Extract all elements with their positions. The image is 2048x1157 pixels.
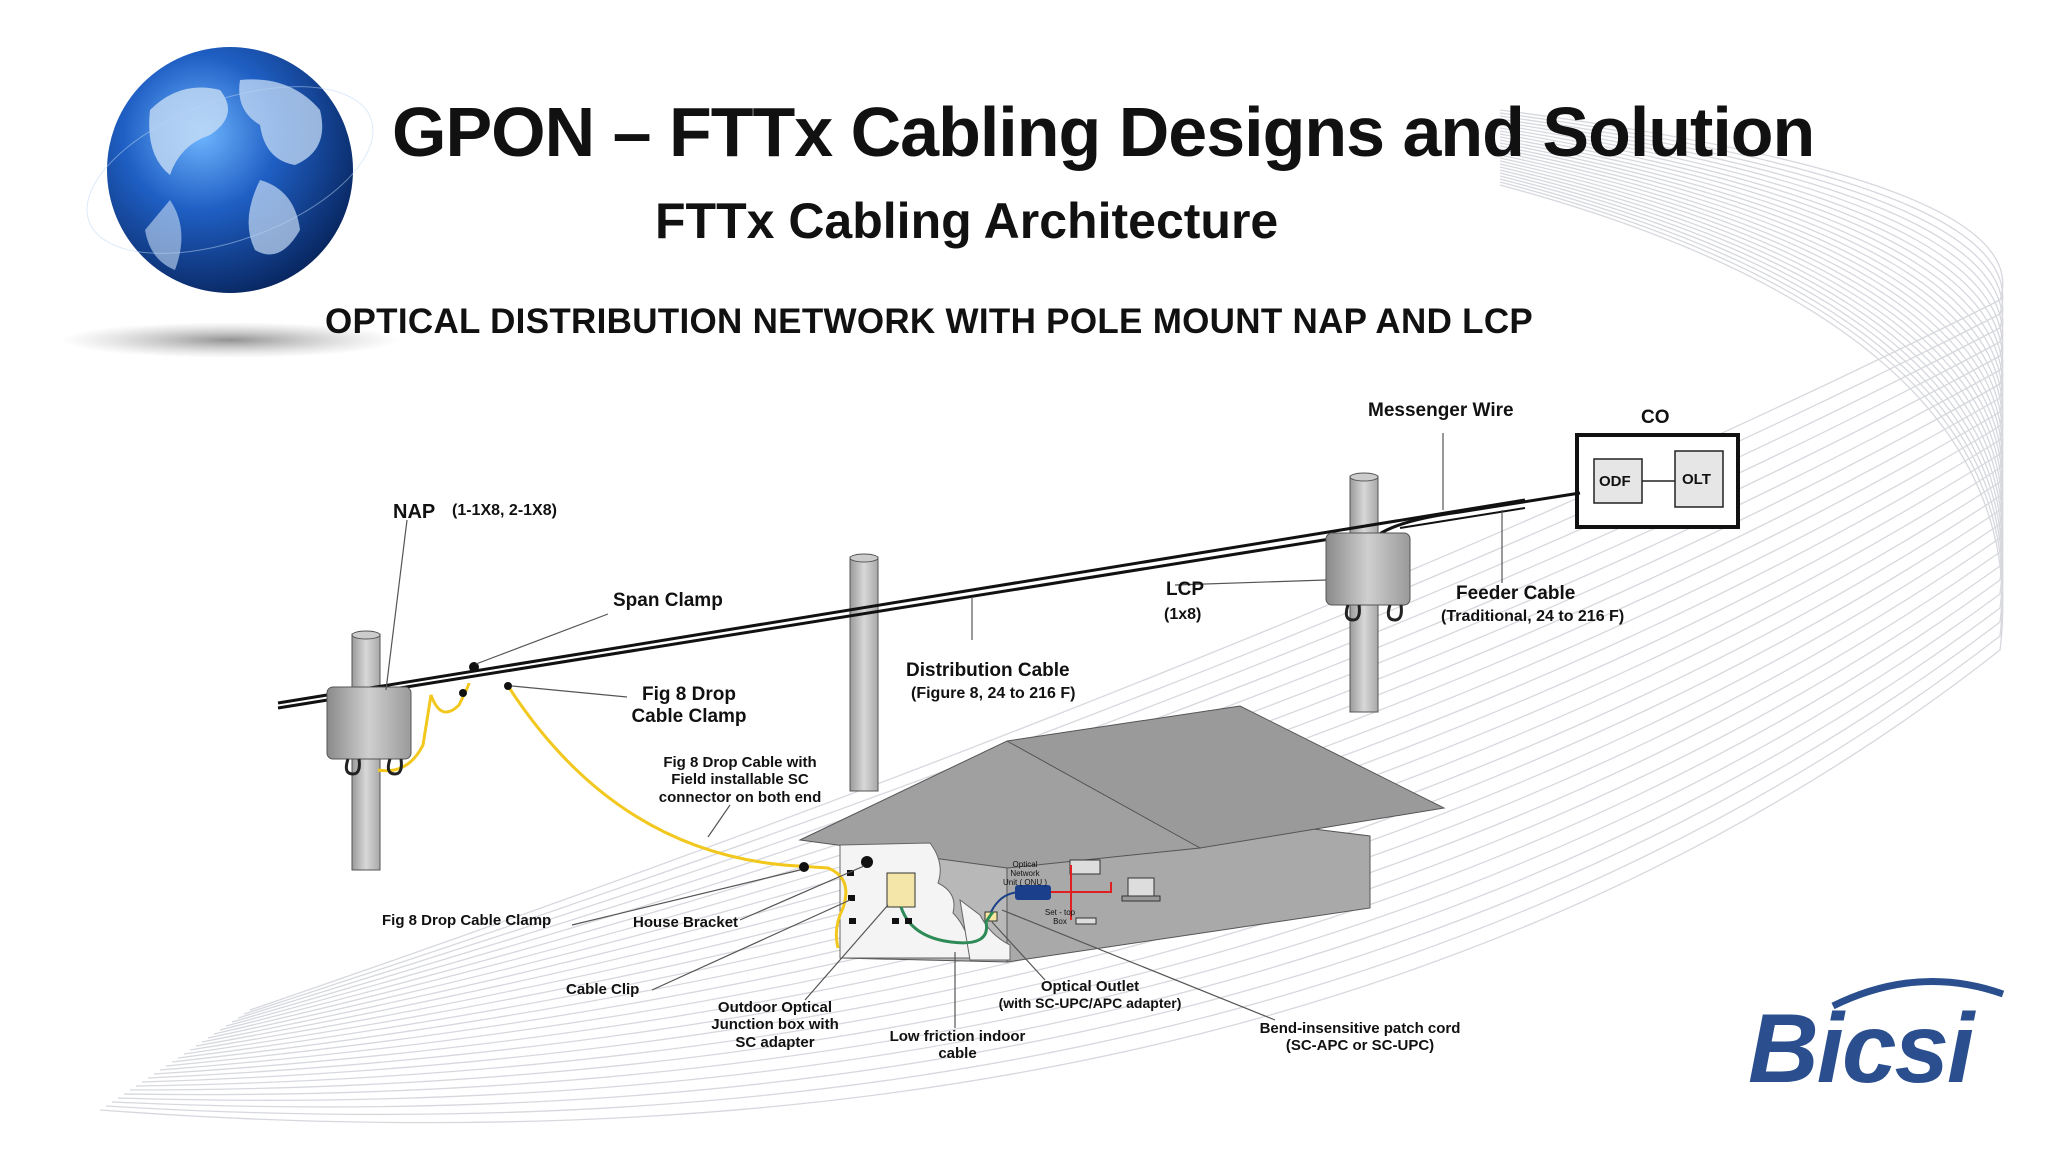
label-olt: OLT bbox=[1682, 471, 1711, 488]
logo-arc bbox=[1831, 978, 2005, 1010]
label-fig8-clamp-line1: Fig 8 Drop bbox=[642, 684, 736, 705]
label-onu-line3: Unit ( ONU ) bbox=[1003, 878, 1047, 888]
label-set-top-box: Set - top Box bbox=[1035, 908, 1085, 926]
central-office-box bbox=[1575, 433, 1740, 529]
label-onu-line2: Network bbox=[1010, 869, 1040, 879]
label-bend-insensitive-patch-cord: Bend-insensitive patch cord (SC-APC or S… bbox=[1235, 1020, 1485, 1055]
nap-enclosure bbox=[326, 686, 412, 776]
label-distribution-cable: Distribution Cable bbox=[906, 660, 1070, 681]
label-stb-line1: Set - top bbox=[1044, 908, 1076, 917]
label-house-bracket: House Bracket bbox=[633, 914, 739, 931]
label-outlet-line1: Optical Outlet bbox=[1040, 978, 1140, 995]
label-onu: Optical Network Unit ( ONU ) bbox=[990, 860, 1060, 888]
label-junction-line3: SC adapter bbox=[735, 1033, 815, 1051]
overhead-cables bbox=[277, 491, 1581, 710]
label-onu-line1: Optical bbox=[1012, 860, 1038, 869]
leader-lines bbox=[385, 433, 1503, 1028]
label-junction-line1: Outdoor Optical bbox=[717, 999, 833, 1016]
drop-cable-long bbox=[506, 685, 848, 949]
label-patch-line2: (SC-APC or SC-UPC) bbox=[1285, 1037, 1435, 1055]
odf-box bbox=[1593, 458, 1643, 504]
laptop-icon bbox=[1127, 877, 1155, 897]
label-indoor-line2: cable bbox=[938, 1045, 977, 1063]
label-messenger-wire: Messenger Wire bbox=[1368, 400, 1514, 421]
outdoor-junction-box bbox=[886, 872, 916, 908]
label-feeder-cable: Feeder Cable bbox=[1456, 583, 1576, 604]
globe-icon bbox=[60, 47, 400, 358]
label-lcp: LCP bbox=[1166, 579, 1204, 600]
house bbox=[798, 705, 1446, 963]
span-clamp bbox=[469, 662, 479, 672]
background-swoosh bbox=[99, 109, 2004, 1124]
page-subtitle: FTTx Cabling Architecture bbox=[655, 193, 1279, 249]
label-outdoor-junction-box: Outdoor Optical Junction box with SC ada… bbox=[690, 999, 860, 1051]
label-junction-line2: Junction box with bbox=[711, 1016, 839, 1034]
phone-icon bbox=[1069, 859, 1101, 875]
label-fig8-drop-cable-clamp-pole: Fig 8 Drop Cable Clamp bbox=[624, 684, 754, 728]
cable-clips bbox=[847, 870, 912, 924]
lcp-enclosure bbox=[1325, 532, 1411, 622]
label-fig8-drop-cable: Fig 8 Drop Cable with Field installable … bbox=[640, 754, 840, 806]
label-span-clamp: Span Clamp bbox=[613, 590, 723, 611]
label-nap-spec: (1-1X8, 2-1X8) bbox=[452, 502, 557, 519]
label-distribution-spec: (Figure 8, 24 to 216 F) bbox=[911, 685, 1076, 702]
drop-cable-short bbox=[377, 682, 471, 773]
fig8-drop-clamp-pole bbox=[504, 682, 512, 690]
label-drop-cable-line1: Fig 8 Drop Cable with bbox=[663, 754, 817, 771]
olt-box bbox=[1674, 450, 1724, 508]
house-bracket bbox=[861, 856, 873, 868]
label-fig8-clamp-line2: Cable Clamp bbox=[631, 705, 747, 727]
bicsi-logo: Bicsi bbox=[1748, 993, 1974, 1103]
section-heading: OPTICAL DISTRIBUTION NETWORK WITH POLE M… bbox=[325, 302, 1534, 341]
label-fig8-drop-cable-clamp-house: Fig 8 Drop Cable Clamp bbox=[382, 912, 552, 929]
label-outlet-line2: (with SC-UPC/APC adapter) bbox=[998, 995, 1182, 1012]
label-odf: ODF bbox=[1599, 473, 1631, 490]
label-optical-outlet: Optical Outlet (with SC-UPC/APC adapter) bbox=[990, 978, 1190, 1011]
fig8-drop-clamp-house bbox=[799, 862, 809, 872]
label-patch-line1: Bend-insensitive patch cord bbox=[1259, 1020, 1461, 1037]
label-drop-cable-line3: connector on both end bbox=[658, 788, 822, 806]
onu-device bbox=[1015, 885, 1051, 900]
label-feeder-spec: (Traditional, 24 to 216 F) bbox=[1441, 608, 1625, 625]
page-title: GPON – FTTx Cabling Designs and Solution bbox=[392, 93, 1815, 171]
label-lcp-spec: (1x8) bbox=[1164, 606, 1202, 623]
label-stb-line2: Box bbox=[1053, 917, 1067, 927]
pole-middle bbox=[849, 556, 879, 792]
indoor-devices bbox=[984, 859, 1161, 925]
label-co: CO bbox=[1641, 407, 1670, 428]
label-drop-cable-line2: Field installable SC bbox=[671, 771, 809, 789]
indoor-cable bbox=[899, 906, 995, 945]
label-nap: NAP bbox=[393, 501, 436, 523]
label-cable-clip: Cable Clip bbox=[566, 981, 640, 998]
label-indoor-line1: Low friction indoor bbox=[889, 1028, 1026, 1045]
set-top-box-icon bbox=[1075, 917, 1097, 925]
label-low-friction-indoor-cable: Low friction indoor cable bbox=[870, 1028, 1045, 1063]
